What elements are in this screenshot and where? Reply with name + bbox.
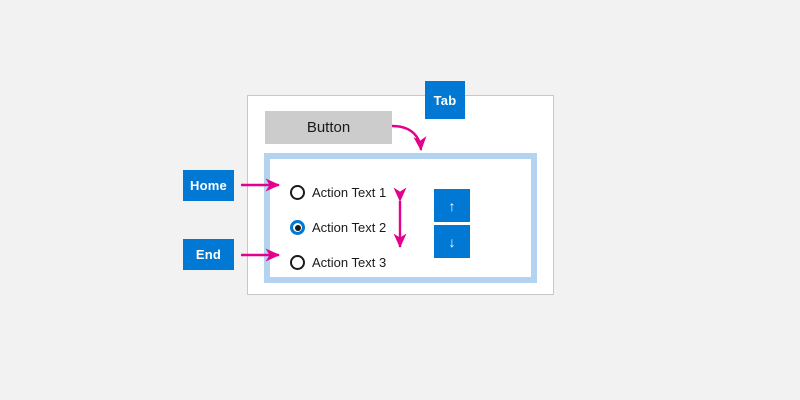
radio-option-label: Action Text 3 bbox=[312, 255, 387, 270]
radio-unselected-icon[interactable] bbox=[290, 185, 305, 200]
key-chip-home: Home bbox=[183, 170, 234, 201]
radio-option-3[interactable]: Action Text 3 bbox=[290, 245, 420, 280]
radio-selected-icon[interactable] bbox=[290, 220, 305, 235]
key-chip-tab: Tab bbox=[425, 81, 465, 119]
radio-option-2[interactable]: Action Text 2 bbox=[290, 210, 420, 245]
radio-unselected-icon[interactable] bbox=[290, 255, 305, 270]
radio-group: Action Text 1 Action Text 2 Action Text … bbox=[290, 175, 420, 280]
radio-group-panel: Action Text 1 Action Text 2 Action Text … bbox=[264, 153, 537, 283]
radio-option-1[interactable]: Action Text 1 bbox=[290, 175, 420, 210]
push-button[interactable]: Button bbox=[265, 111, 392, 144]
radio-option-label: Action Text 1 bbox=[312, 185, 387, 200]
radio-option-label: Action Text 2 bbox=[312, 220, 387, 235]
spinner-down-button[interactable]: ↓ bbox=[434, 225, 470, 258]
dialog-window: Button Action Text 1 Action Text 2 Actio… bbox=[247, 95, 554, 295]
spinner-up-button[interactable]: ↑ bbox=[434, 189, 470, 222]
key-chip-end: End bbox=[183, 239, 234, 270]
